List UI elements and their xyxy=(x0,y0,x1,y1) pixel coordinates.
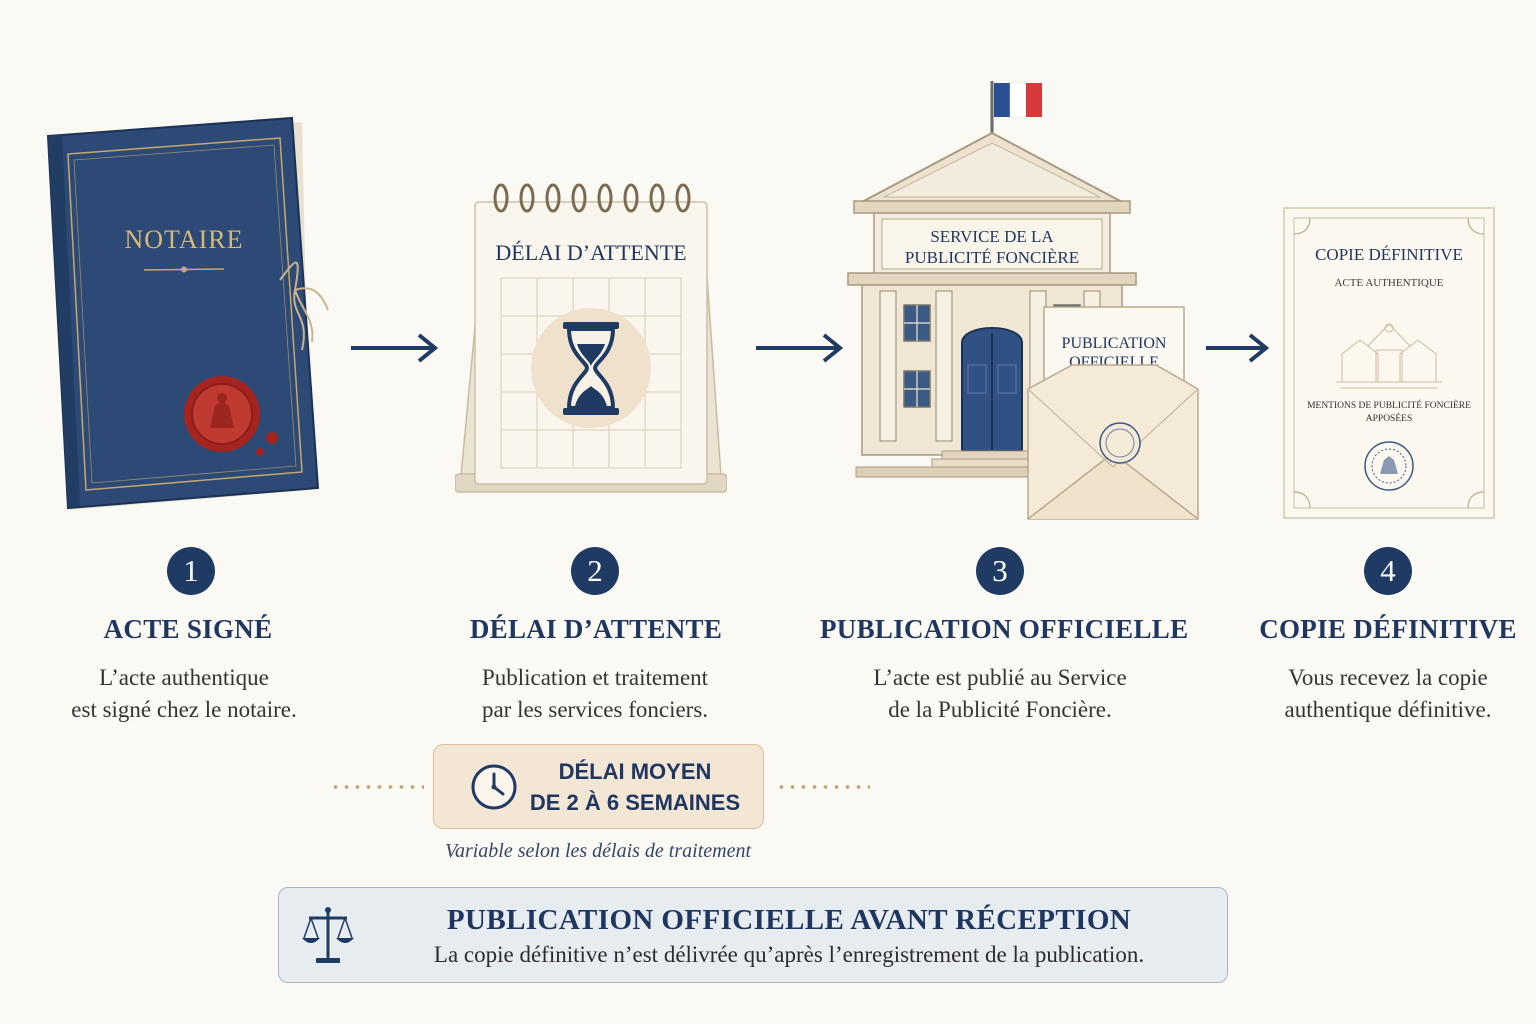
step-desc-4-line2: authentique définitive. xyxy=(1284,697,1492,722)
step-number-2: 2 xyxy=(571,547,619,595)
dotted-connector-left xyxy=(330,785,424,789)
arrow-right-icon xyxy=(1206,333,1270,363)
step-desc-2-line2: par les services fonciers. xyxy=(481,697,709,722)
copy-title: COPIE DÉFINITIVE xyxy=(1315,245,1463,264)
copy-subtitle: ACTE AUTHENTIQUE xyxy=(1334,277,1443,289)
french-flag-icon xyxy=(990,81,1042,137)
letter-line1: PUBLICATION xyxy=(1062,335,1167,352)
hourglass-icon xyxy=(531,308,651,428)
step-number-4: 4 xyxy=(1364,547,1412,595)
wax-seal-icon xyxy=(184,376,278,456)
info-banner: PUBLICATION OFFICIELLE AVANT RÉCEPTION L… xyxy=(278,887,1228,983)
dotted-connector-right xyxy=(776,785,870,789)
delay-note: Variable selon les délais de traitement xyxy=(444,840,752,862)
building-sign-line2: PUBLICITÉ FONCIÈRE xyxy=(905,248,1079,267)
step-number-1: 1 xyxy=(167,547,215,595)
step-number-3: 3 xyxy=(976,547,1024,595)
notary-book-illustration: NOTAIRE xyxy=(46,116,329,510)
step-desc-1: L’acte authentique est signé chez le not… xyxy=(4,662,364,726)
calendar-title: DÉLAI D’ATTENTE xyxy=(495,240,686,265)
average-delay-text: DÉLAI MOYEN DE 2 À 6 SEMAINES xyxy=(522,756,748,818)
banner-subtitle: La copie définitive n’est délivrée qu’ap… xyxy=(433,942,1145,967)
step-desc-2-line1: Publication et traitement xyxy=(481,665,709,690)
step-title-4: COPIE DÉFINITIVE xyxy=(1259,614,1517,644)
step-desc-4-line1: Vous recevez la copie xyxy=(1288,665,1488,690)
copy-mention-line2: APPOSÉES xyxy=(1366,412,1412,424)
step-title-1: ACTE SIGNÉ xyxy=(103,614,273,644)
arrow-right-icon xyxy=(351,333,439,363)
public-building-illustration: SERVICE DE LA PUBLICITÉ FONCIÈRE PUBLICA… xyxy=(847,81,1199,520)
step-title-2: DÉLAI D’ATTENTE xyxy=(469,614,723,644)
final-copy-document-illustration: COPIE DÉFINITIVE ACTE AUTHENTIQUE MENTIO… xyxy=(1283,207,1495,519)
average-delay-line2: DE 2 À 6 SEMAINES xyxy=(529,790,741,815)
book-label: NOTAIRE xyxy=(124,225,243,254)
building-sign-line1: SERVICE DE LA xyxy=(930,227,1054,246)
step-title-3: PUBLICATION OFFICIELLE xyxy=(820,614,1189,644)
scales-icon xyxy=(302,907,354,963)
step-desc-1-line2: est signé chez le notaire. xyxy=(71,697,297,722)
step-desc-3: L’acte est publié au Service de la Publi… xyxy=(820,662,1180,726)
official-stamp-icon xyxy=(1364,441,1414,491)
clock-icon xyxy=(471,764,517,810)
average-delay-box: DÉLAI MOYEN DE 2 À 6 SEMAINES xyxy=(433,744,764,829)
average-delay-line1: DÉLAI MOYEN xyxy=(558,759,712,784)
step-desc-3-line1: L’acte est publié au Service xyxy=(873,665,1127,690)
arrow-right-icon xyxy=(756,333,844,363)
step-desc-4: Vous recevez la copie authentique défini… xyxy=(1208,662,1536,726)
step-desc-1-line1: L’acte authentique xyxy=(99,665,269,690)
copy-mention-line1: MENTIONS DE PUBLICITÉ FONCIÈRE xyxy=(1307,399,1471,411)
calendar-illustration: DÉLAI D’ATTENTE xyxy=(455,183,727,493)
step-desc-3-line2: de la Publicité Foncière. xyxy=(888,697,1112,722)
step-desc-2: Publication et traitement par les servic… xyxy=(415,662,775,726)
banner-title: PUBLICATION OFFICIELLE AVANT RÉCEPTION xyxy=(446,904,1132,936)
